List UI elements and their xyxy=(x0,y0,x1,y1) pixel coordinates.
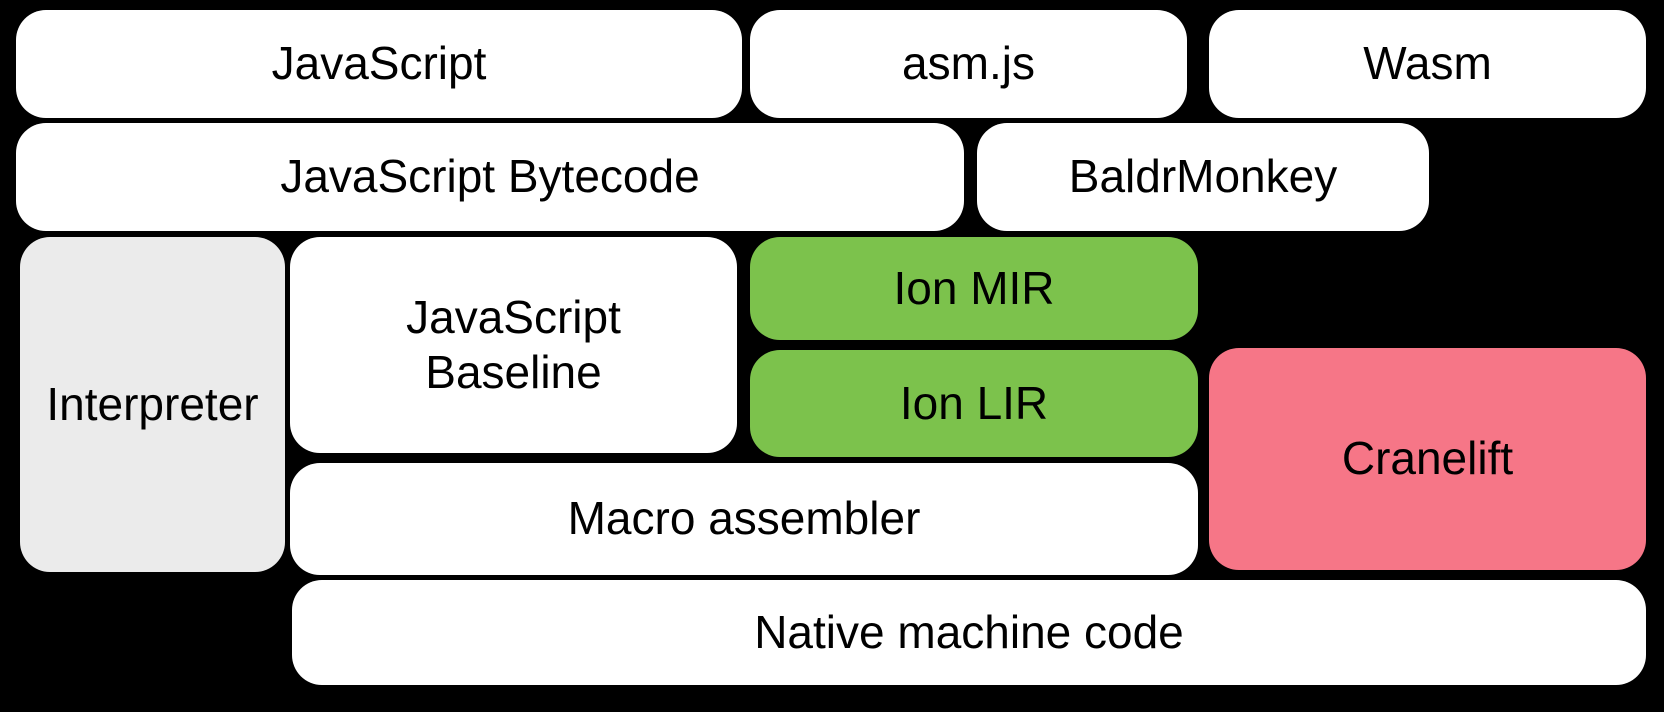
box-macro-assembler: Macro assembler xyxy=(290,463,1198,575)
box-interpreter: Interpreter xyxy=(20,237,285,572)
box-cranelift: Cranelift xyxy=(1209,348,1646,570)
box-javascript-baseline: JavaScript Baseline xyxy=(290,237,737,453)
box-javascript: JavaScript xyxy=(16,10,742,118)
box-javascript-bytecode: JavaScript Bytecode xyxy=(16,123,964,231)
box-native-machine-code: Native machine code xyxy=(292,580,1646,685)
box-ion-lir: Ion LIR xyxy=(750,350,1198,457)
box-wasm: Wasm xyxy=(1209,10,1646,118)
box-ion-mir: Ion MIR xyxy=(750,237,1198,340)
box-asmjs: asm.js xyxy=(750,10,1187,118)
box-baldrmonkey: BaldrMonkey xyxy=(977,123,1429,231)
